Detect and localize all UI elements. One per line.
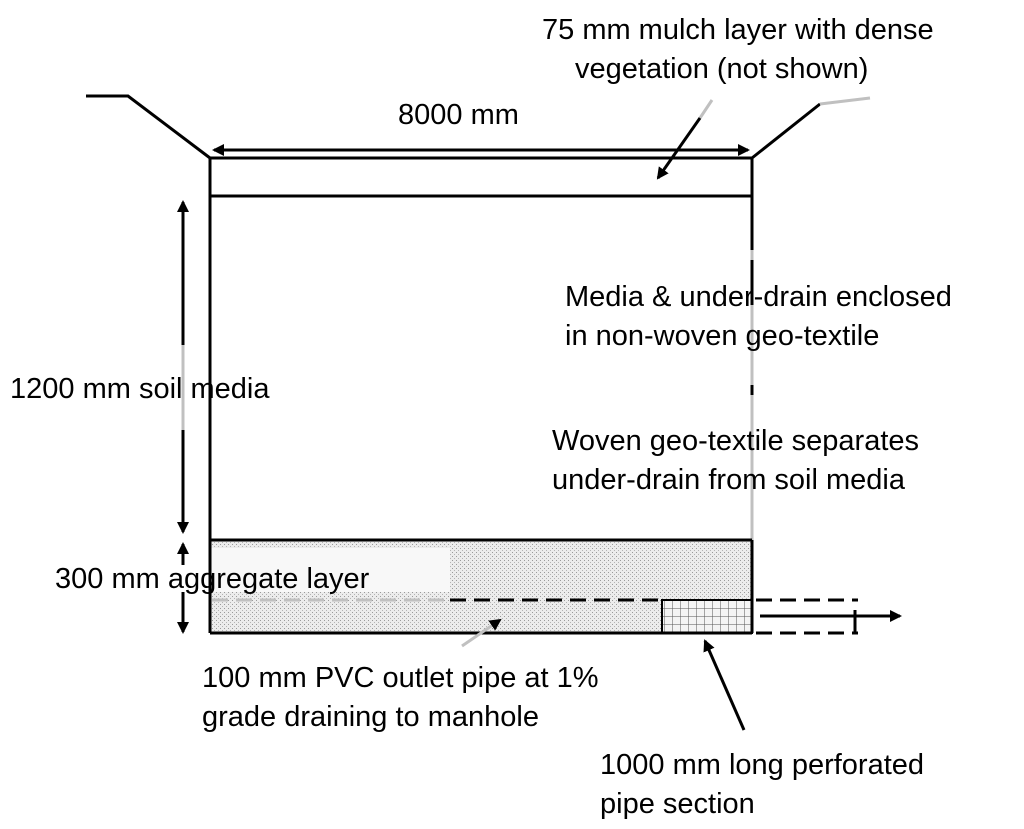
perforated-pipe-label-line-1: 1000 mm long perforated [600,749,925,781]
mulch-leader-arrow [656,117,702,180]
perforated-pipe-section [661,599,753,634]
right-ground-slope [751,102,821,160]
outlet-pipe-label-line-2: grade draining to manhole [202,701,539,733]
geotextile-nonwoven-label-line-1: Media & under-drain enclosed [565,281,952,313]
geotextile-nonwoven-label-line-2: in non-woven geo-textile [565,320,880,352]
aggregate-label-background [210,548,450,592]
perforated-pipe-leader-arrow [703,639,746,731]
perforated-pipe-label-line-2: pipe section [600,788,755,820]
right-ground-slope-leader [819,96,871,106]
left-ground-slope [86,94,211,160]
geotextile-woven-label-line-1: Woven geo-textile separates [552,425,920,457]
width-dimension-label: 8000 mm [398,99,519,131]
mulch-label-line-2: vegetation (not shown) [575,53,869,85]
outlet-pipe-label-line-1: 100 mm PVC outlet pipe at 1% [202,662,599,694]
geotextile-woven-label-line-2: under-drain from soil media [552,464,905,496]
outlet-pipe-leader-arrow [461,618,502,648]
mulch-label-line-1: 75 mm mulch layer with dense [542,14,934,46]
mulch-leader-light [698,99,714,119]
soil-media-label: 1200 mm soil media [10,373,270,405]
aggregate-label: 300 mm aggregate layer [55,563,370,595]
